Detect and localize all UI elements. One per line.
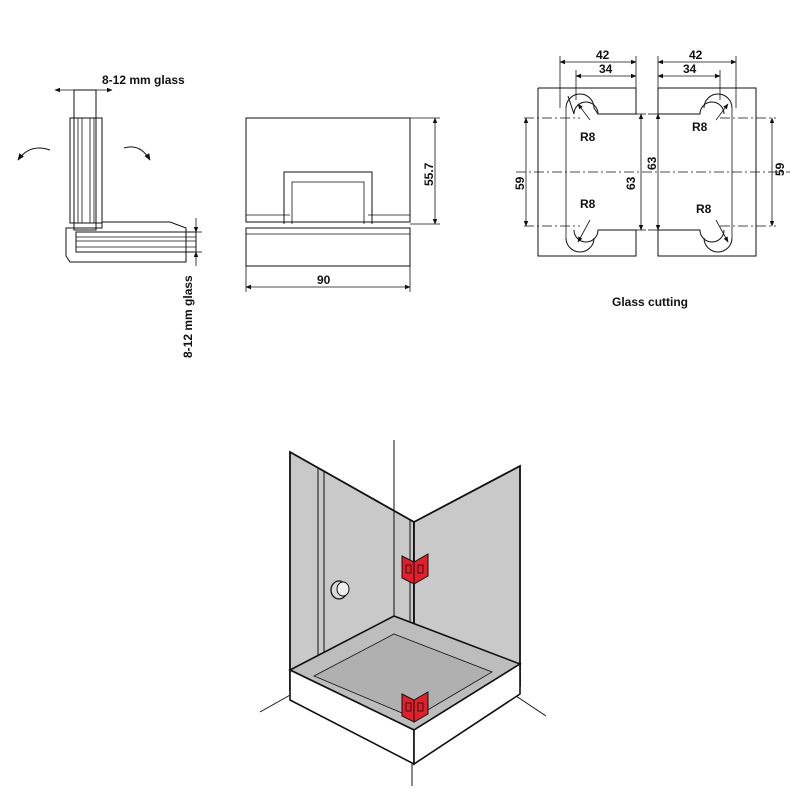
door-knob-icon [330, 580, 350, 600]
shower-installation-illustration [259, 440, 547, 786]
front-view: 55.7 90 [245, 117, 440, 292]
left-dim-outer: 42 [596, 48, 610, 62]
rotate-arrow-icon [123, 146, 151, 161]
left-radius-top: R8 [580, 130, 596, 144]
left-dim-59: 59 [513, 176, 527, 190]
rotate-arrow-icon [17, 147, 51, 161]
right-dim-inner: 34 [683, 62, 697, 76]
glass-cutting-right-panel: 42 34 R8 R8 63 59 [645, 48, 787, 257]
front-height-dim: 55.7 [422, 162, 436, 186]
right-dim-63: 63 [645, 156, 659, 170]
glass-cutting-left-panel: 42 34 R8 R8 59 63 [513, 48, 646, 257]
left-radius-bottom: R8 [580, 197, 596, 211]
side-view: 8-12 mm glass 8-12 mm glass [17, 73, 202, 358]
right-radius-top: R8 [692, 120, 708, 134]
left-dim-inner: 34 [599, 62, 613, 76]
glass-cutting-caption: Glass cutting [612, 295, 688, 309]
hinge-icon [401, 553, 429, 585]
hinge-icon [401, 691, 429, 723]
right-dim-outer: 42 [689, 48, 703, 62]
right-dim-59: 59 [773, 162, 787, 176]
front-width-dim: 90 [317, 273, 331, 287]
right-radius-bottom: R8 [696, 202, 712, 216]
glass-thickness-label-side: 8-12 mm glass [181, 275, 195, 358]
glass-thickness-label-top: 8-12 mm glass [102, 73, 185, 87]
left-dim-63: 63 [624, 176, 638, 190]
